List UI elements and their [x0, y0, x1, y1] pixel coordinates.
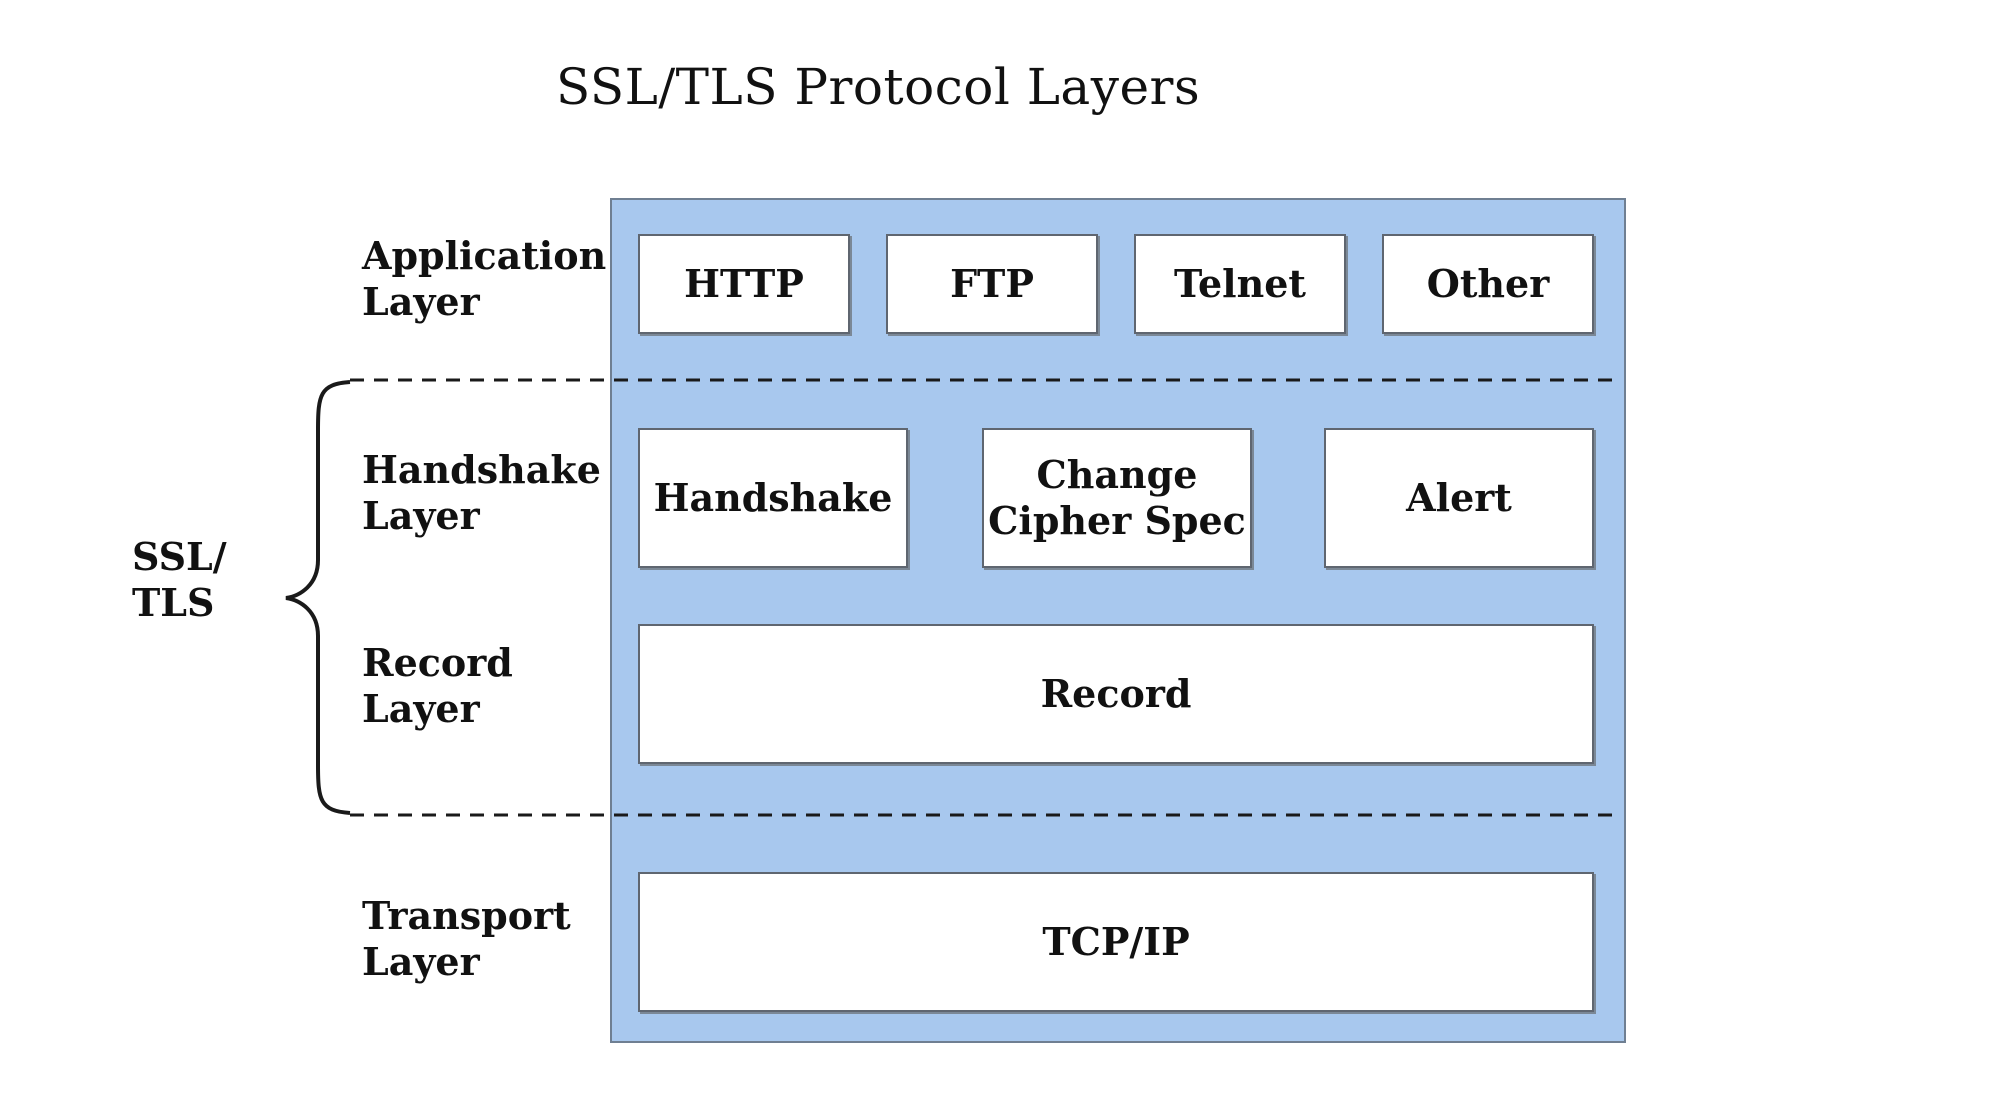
ssl-tls-group-label: SSL/ TLS: [132, 534, 227, 625]
application-layer-label: Application Layer: [362, 233, 607, 324]
record-layer-label: Record Layer: [362, 640, 513, 731]
transport-layer-label: Transport Layer: [362, 893, 571, 984]
protocol-stack-panel: HTTP FTP Telnet Other Handshake Change C…: [610, 198, 1626, 1043]
tcp-ip-box: TCP/IP: [638, 872, 1594, 1012]
record-protocol-box: Record: [638, 624, 1594, 764]
handshake-layer-label: Handshake Layer: [362, 447, 601, 538]
http-box: HTTP: [638, 234, 850, 334]
handshake-protocol-box: Handshake: [638, 428, 908, 568]
ssl-tls-curly-brace: [285, 380, 351, 815]
other-box: Other: [1382, 234, 1594, 334]
diagram-title: SSL/TLS Protocol Layers: [556, 58, 1201, 116]
change-cipher-spec-box: Change Cipher Spec: [982, 428, 1252, 568]
telnet-box: Telnet: [1134, 234, 1346, 334]
ftp-box: FTP: [886, 234, 1098, 334]
alert-box: Alert: [1324, 428, 1594, 568]
